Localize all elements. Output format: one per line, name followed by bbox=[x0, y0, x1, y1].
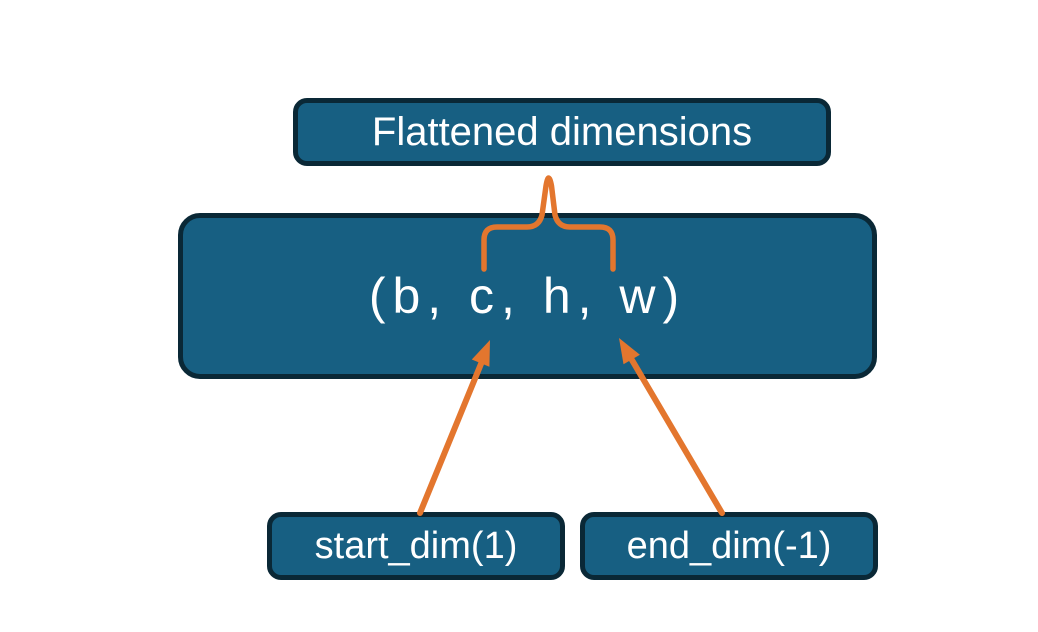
start-dim-arrow bbox=[417, 356, 486, 516]
flattened-dimensions-box: Flattened dimensions bbox=[293, 98, 831, 166]
start-dim-box: start_dim(1) bbox=[267, 512, 565, 580]
start-dim-label: start_dim(1) bbox=[314, 524, 518, 567]
end-dim-label: end_dim(-1) bbox=[626, 524, 832, 567]
tensor-shape-label: (b, c, h, w) bbox=[368, 268, 687, 324]
tensor-shape-box: (b, c, h, w) bbox=[178, 213, 877, 379]
flattened-dimensions-label: Flattened dimensions bbox=[371, 109, 753, 154]
end-dim-box: end_dim(-1) bbox=[580, 512, 878, 580]
